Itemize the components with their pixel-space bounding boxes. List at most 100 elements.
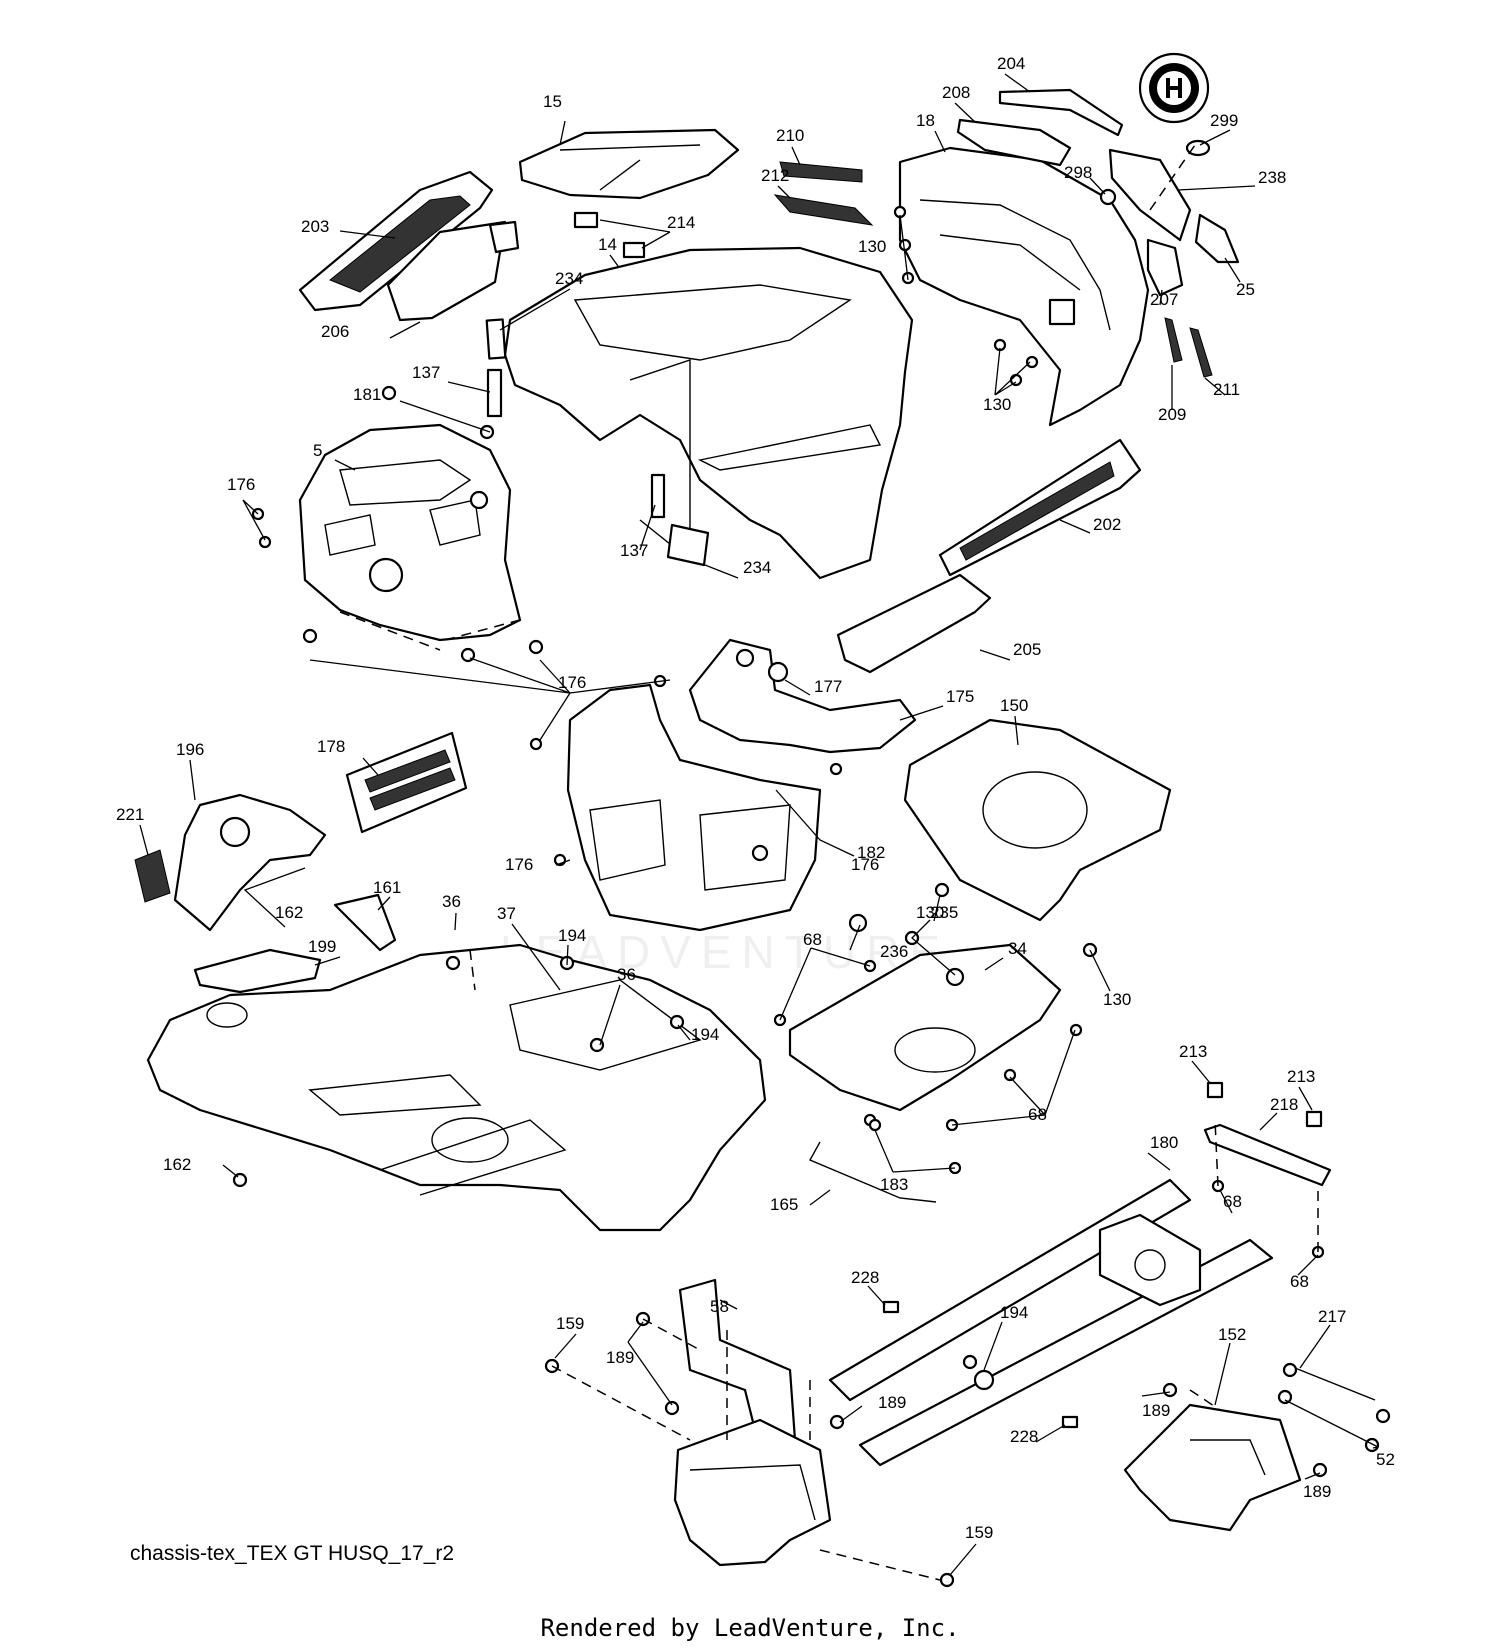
part-grille-panel [386,220,507,322]
callout-210: 210 [776,126,804,145]
callout-221: 221 [116,805,144,824]
part-console-182 [566,683,822,932]
callout-36: 36 [442,892,461,911]
callout-236: 236 [880,942,908,961]
part-25 [1194,213,1240,264]
callout-176: 176 [505,855,533,874]
part-nut-194 [973,1369,995,1391]
part-cover-152 [1123,1403,1302,1532]
callout-182: 182 [857,843,885,862]
callout-130: 130 [916,903,944,922]
part-rear-fender [146,943,767,1232]
callout-150: 150 [1000,696,1028,715]
part-plate-199 [193,948,322,994]
part-mesh-211 [1189,327,1213,378]
callout-34: 34 [1008,939,1027,958]
callout-68: 68 [803,930,822,949]
part-clip-214a [573,211,599,229]
callout-178: 178 [317,737,345,756]
part-footrest-150 [903,718,1172,922]
callout-234: 234 [743,558,771,577]
callout-58: 58 [710,1297,729,1316]
callout-176: 176 [851,855,879,874]
part-bolt-228b [1061,1415,1079,1429]
callout-52: 52 [1376,1450,1395,1469]
callout-194: 194 [691,1025,719,1044]
callout-298: 298 [1064,163,1092,182]
callout-213: 213 [1287,1067,1315,1086]
callout-68: 68 [1290,1272,1309,1291]
part-emblem-299 [1185,139,1211,157]
part-strip-137 [486,368,503,418]
callout-159: 159 [556,1314,584,1333]
part-mesh-209 [1164,317,1183,363]
diagram-caption: chassis-tex_TEX GT HUSQ_17_r2 [130,1542,455,1565]
part-frame-180-cross [1098,1213,1202,1307]
part-housing-block [1048,298,1076,326]
render-credit: Rendered by LeadVenture, Inc. [540,1614,960,1642]
callout-130: 130 [1103,990,1131,1009]
part-bolt-213a [1206,1081,1224,1099]
callout-177: 177 [814,677,842,696]
callout-205: 205 [1013,640,1041,659]
callout-189: 189 [1303,1482,1331,1501]
part-bolt-228a [882,1300,900,1314]
callout-159: 159 [965,1523,993,1542]
part-front-housing [898,146,1150,427]
callout-130: 130 [858,237,886,256]
part-plate-34 [788,943,1062,1112]
screws-176-dash [251,507,544,663]
callout-217: 217 [1318,1307,1346,1326]
callout-238: 238 [1258,168,1286,187]
callout-176: 176 [227,475,255,494]
part-strip-137b [650,473,666,519]
part-bracket-208 [956,118,1072,167]
callout-137: 137 [620,541,648,560]
callout-130: 130 [983,395,1011,414]
callout-202: 202 [1093,515,1121,534]
part-clip-214b [622,241,646,259]
callout-165: 165 [770,1195,798,1214]
part-front-frame [673,1418,832,1567]
callout-189: 189 [878,1393,906,1412]
callout-189: 189 [1142,1401,1170,1420]
callout-218: 218 [1270,1095,1298,1114]
callout-203: 203 [301,217,329,236]
callout-199: 199 [308,937,336,956]
part-hood [503,246,914,580]
callout-15: 15 [543,92,562,111]
callout-152: 152 [1218,1325,1246,1344]
callout-235: 235 [930,903,958,922]
callout-14: 14 [598,235,617,254]
callout-176: 176 [558,673,586,692]
callout-137: 137 [412,363,440,382]
part-207 [1146,238,1184,297]
callout-211: 211 [1213,380,1240,399]
callout-206: 206 [321,322,349,341]
part-dash-panel [298,423,522,642]
part-238 [1108,148,1192,242]
callout-161: 161 [373,878,401,897]
callout-214: 214 [667,213,695,232]
callout-162: 162 [275,903,303,922]
part-rod-217 [1294,1367,1376,1401]
callout-189: 189 [606,1348,634,1367]
callout-208: 208 [942,83,970,102]
callout-196: 196 [176,740,204,759]
callout-25: 25 [1236,280,1255,299]
part-hood-top-cover [518,128,740,200]
callout-212: 212 [761,166,789,185]
callout-204: 204 [997,54,1025,73]
callout-207: 207 [1150,290,1178,309]
brand-emblem [1138,52,1210,124]
part-mesh-210 [779,161,863,183]
callout-175: 175 [946,687,974,706]
callout-228: 228 [851,1268,879,1287]
callout-18: 18 [916,111,935,130]
callout-5: 5 [313,441,322,460]
callout-68: 68 [1223,1192,1242,1211]
part-pad-234b [666,523,710,567]
part-mesh-212 [773,194,874,226]
